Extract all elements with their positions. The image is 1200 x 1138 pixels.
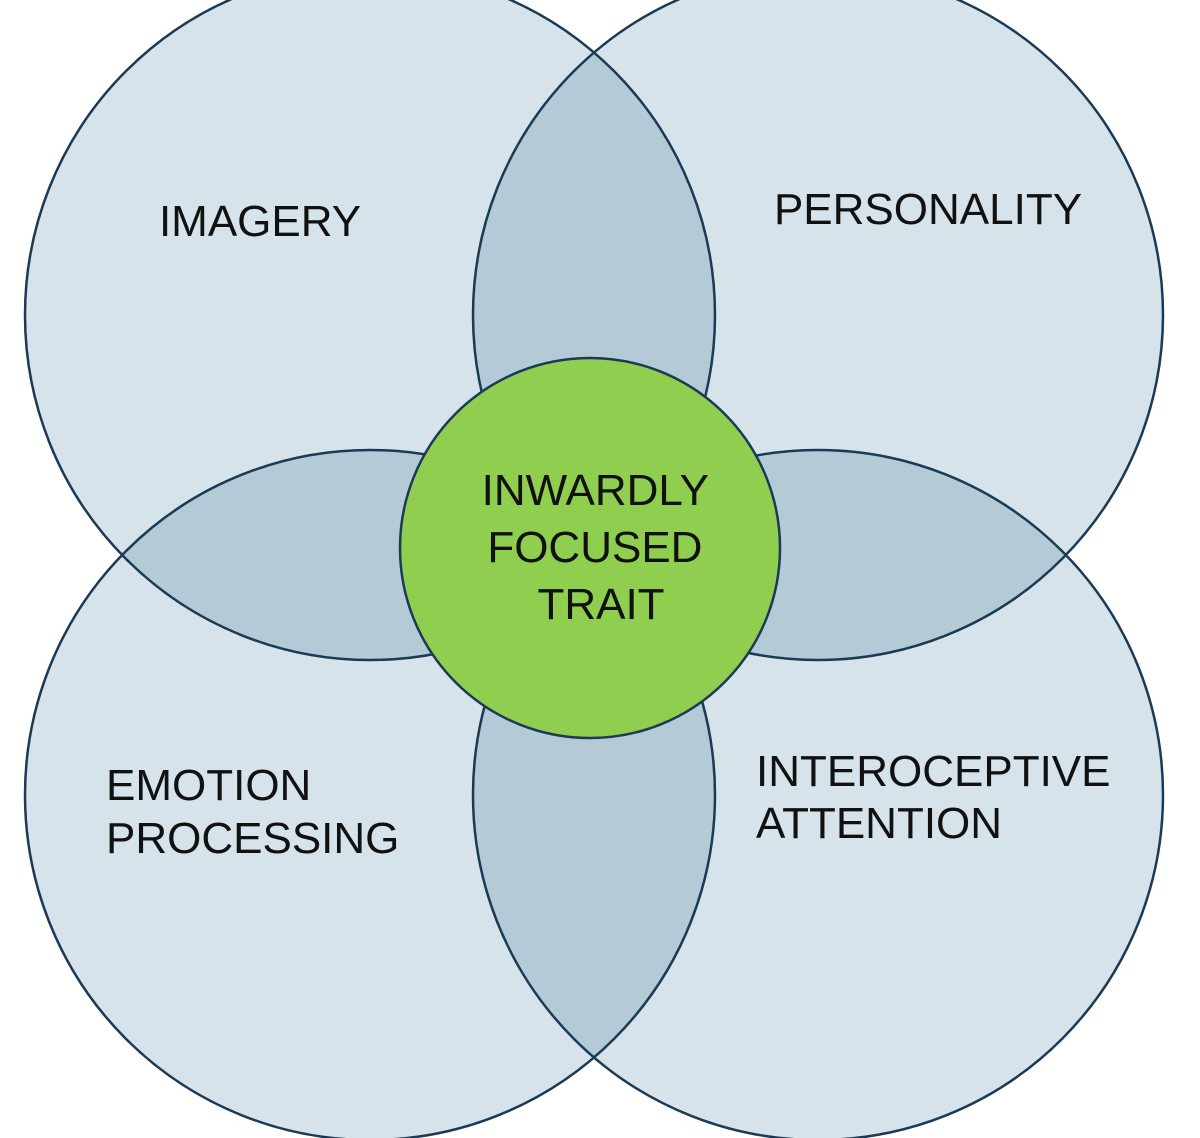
label-imagery: IMAGERY (159, 197, 361, 246)
label-interoceptive-line-1: INTEROCEPTIVE (756, 747, 1111, 796)
label-center-line-1: INWARDLY (482, 466, 709, 515)
label-emotion-line-1: EMOTION (106, 761, 311, 810)
label-personality-line: PERSONALITY (774, 185, 1082, 234)
label-personality: PERSONALITY (774, 185, 1082, 234)
center-circle (398, 356, 782, 740)
label-interoceptive-line-2: ATTENTION (756, 799, 1002, 848)
label-center: INWARDLY FOCUSED TRAIT (482, 466, 721, 629)
label-center-line-2: FOCUSED (487, 523, 702, 572)
outline-interoceptive-attention (471, 448, 1165, 1138)
label-emotion-processing: EMOTION PROCESSING (106, 761, 399, 863)
label-emotion-line-2: PROCESSING (106, 814, 399, 863)
outline-imagery (23, 0, 717, 662)
outline-emotion-processing (23, 448, 717, 1138)
label-center-line-3: TRAIT (537, 580, 664, 629)
label-interoceptive-attention: INTEROCEPTIVE ATTENTION (756, 747, 1123, 848)
outline-personality (471, 0, 1165, 662)
label-imagery-line: IMAGERY (159, 197, 361, 246)
